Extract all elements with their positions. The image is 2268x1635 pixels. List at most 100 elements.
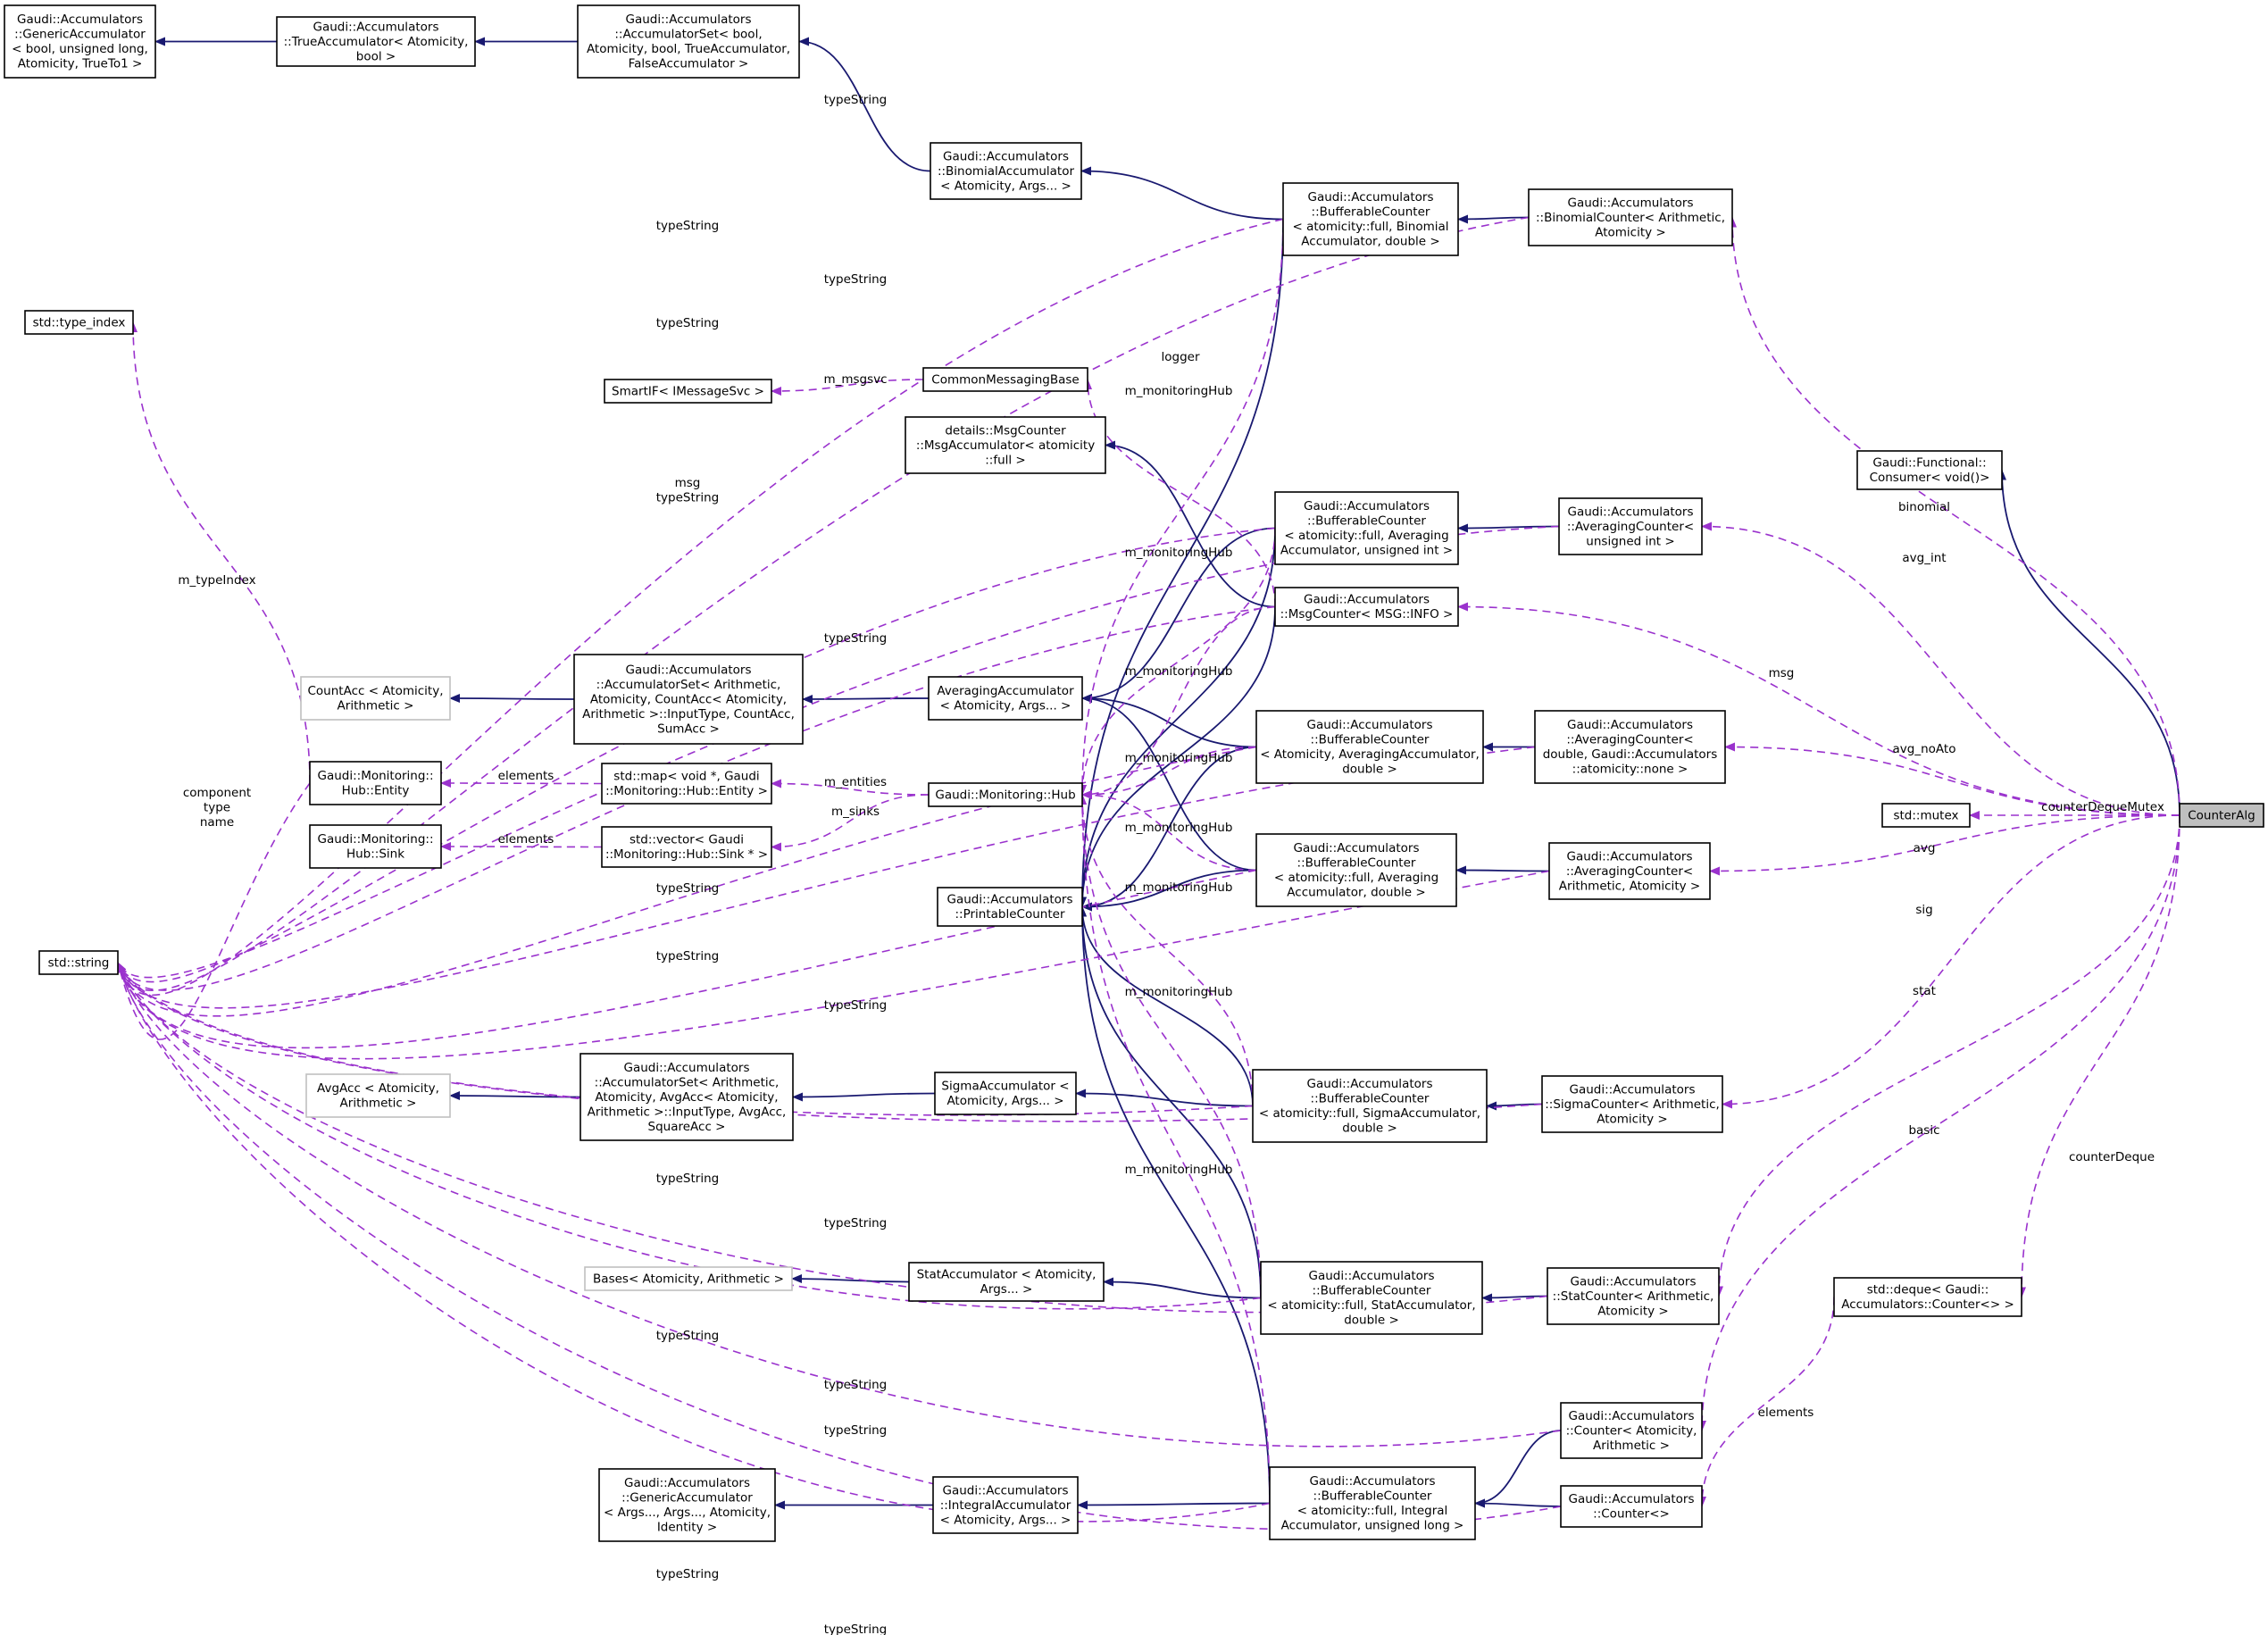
class-node-label: Gaudi::Accumulators <box>1307 718 1433 732</box>
class-node-counter-default[interactable]: Gaudi::Accumulators::Counter<> <box>1560 1485 1703 1528</box>
edge-label-text: component <box>183 786 251 800</box>
class-node-label: ::PrintableCounter <box>955 907 1065 922</box>
class-node-label: Gaudi::Accumulators <box>1569 1492 1695 1506</box>
inheritance-edge-buf_avg_double-to-averagingacc <box>1081 694 1257 872</box>
class-node-box <box>930 142 1082 200</box>
class-node-label: Atomicity > <box>1595 225 1666 239</box>
class-node-box <box>905 416 1106 474</box>
edge-label-l-hub-7: m_monitoringHub <box>1125 985 1233 999</box>
class-node-label: Accumulators::Counter<> > <box>1841 1297 2014 1312</box>
class-node-avgcounter-arith[interactable]: Gaudi::Accumulators::AveragingCounter<Ar… <box>1548 842 1711 900</box>
class-node-statcounter[interactable]: Gaudi::Accumulators::StatCounter< Arithm… <box>1547 1267 1720 1325</box>
edge-label-text: binomial <box>1898 500 1950 514</box>
edge-label-text: m_entities <box>824 775 887 789</box>
class-node-box <box>1528 188 1733 246</box>
class-node-msgcounter-info[interactable]: Gaudi::Accumulators::MsgCounter< MSG::IN… <box>1274 587 1459 627</box>
class-node-buf-avg-double[interactable]: Gaudi::Accumulators::BufferableCounter< … <box>1255 833 1457 907</box>
class-node-type-index[interactable]: std::type_index <box>24 310 134 335</box>
class-node-label: double, Gaudi::Accumulators <box>1543 747 1718 762</box>
class-node-accset-bool[interactable]: Gaudi::Accumulators::AccumulatorSet< boo… <box>577 4 800 79</box>
class-node-label: < Args..., Args..., Atomicity, <box>604 1506 771 1520</box>
class-node-genacc-bool[interactable]: Gaudi::Accumulators::GenericAccumulator<… <box>4 4 156 79</box>
edge-label-l-counterdeque: counterDeque <box>2069 1150 2155 1164</box>
class-node-buf-stat[interactable]: Gaudi::Accumulators::BufferableCounter< … <box>1260 1261 1483 1335</box>
class-node-sigmaacc[interactable]: SigmaAccumulator <Atomicity, Args... > <box>934 1072 1077 1115</box>
usage-edge-map_entity-to-hub_entity <box>440 779 603 788</box>
class-node-buf-avg-uint[interactable]: Gaudi::Accumulators::BufferableCounter< … <box>1274 491 1459 565</box>
class-node-counter-arith[interactable]: Gaudi::Accumulators::Counter< Atomicity,… <box>1560 1402 1703 1459</box>
class-node-hub-sink[interactable]: Gaudi::Monitoring::Hub::Sink <box>309 824 442 869</box>
edge-label-l-avg-noato: avg_noAto <box>1893 742 1956 756</box>
usage-edge-counteralg-to-sigmacounter <box>1722 814 2180 1109</box>
class-node-bases[interactable]: Bases< Atomicity, Arithmetic > <box>584 1266 793 1291</box>
class-node-countacc[interactable]: CountAcc < Atomicity,Arithmetic > <box>300 676 451 721</box>
usage-edge-hub_entity-to-type_index <box>129 321 311 784</box>
class-node-trueacc[interactable]: Gaudi::Accumulators::TrueAccumulator< At… <box>276 16 476 67</box>
class-node-label: Hub::Entity <box>342 784 410 798</box>
edge-label-text: sig <box>1915 903 1932 917</box>
class-node-consumer[interactable]: Gaudi::Functional::Consumer< void()> <box>1856 450 2003 490</box>
edge-label-text: elements <box>1758 1406 1814 1420</box>
edge-label-text: typeString <box>824 93 887 107</box>
class-node-avgacc[interactable]: AvgAcc < Atomicity,Arithmetic > <box>305 1073 451 1118</box>
nodes-layer: Gaudi::Accumulators::GenericAccumulator<… <box>4 4 2264 1542</box>
class-node-label: ::GenericAccumulator <box>621 1491 753 1506</box>
class-node-printable[interactable]: Gaudi::Accumulators::PrintableCounter <box>937 887 1083 927</box>
edge-label-text: m_sinks <box>831 805 880 819</box>
edge-label-l-typestring-7: typeString <box>656 949 719 963</box>
class-node-string[interactable]: std::string <box>38 950 119 975</box>
inheritance-edge-msgcounter_info-to-printable <box>1078 606 1276 908</box>
class-node-deque[interactable]: std::deque< Gaudi::Accumulators::Counter… <box>1833 1277 2022 1317</box>
class-node-buf-avg[interactable]: Gaudi::Accumulators::BufferableCounter< … <box>1255 710 1484 784</box>
inheritance-edge-avgcounter_arith-to-buf_avg_double <box>1455 865 1550 875</box>
class-node-buf-sigma[interactable]: Gaudi::Accumulators::BufferableCounter< … <box>1252 1069 1488 1143</box>
class-node-label: ::AccumulatorSet< Arithmetic, <box>596 678 781 692</box>
class-node-statacc[interactable]: StatAccumulator < Atomicity,Args... > <box>908 1262 1105 1302</box>
class-node-label: ::BufferableCounter <box>1297 856 1416 871</box>
class-node-label: Gaudi::Functional:: <box>1872 456 1986 471</box>
edge-label-l-logger: logger <box>1161 350 1199 364</box>
class-node-label: Gaudi::Accumulators <box>626 663 752 677</box>
class-node-avgcounter-uint[interactable]: Gaudi::Accumulators::AveragingCounter<un… <box>1558 497 1703 555</box>
class-node-box <box>1274 587 1459 627</box>
class-node-vector-sink[interactable]: std::vector< Gaudi::Monitoring::Hub::Sin… <box>601 826 772 868</box>
class-node-label: ::IntegralAccumulator <box>940 1498 1071 1513</box>
class-node-binomialacc[interactable]: Gaudi::Accumulators::BinomialAccumulator… <box>930 142 1082 200</box>
class-node-box <box>24 310 134 335</box>
edge-label-text: counterDeque <box>2069 1150 2155 1164</box>
class-node-box <box>309 824 442 869</box>
class-node-avgcounter-none[interactable]: Gaudi::Accumulators::AveragingCounter<do… <box>1534 710 1726 784</box>
class-node-label: Arithmetic, Atomicity > <box>1559 879 1700 893</box>
class-node-hub-entity[interactable]: Gaudi::Monitoring::Hub::Entity <box>309 761 442 805</box>
class-node-map-entity[interactable]: std::map< void *, Gaudi::Monitoring::Hub… <box>601 763 772 805</box>
class-node-binomialcounter[interactable]: Gaudi::Accumulators::BinomialCounter< Ar… <box>1528 188 1733 246</box>
class-node-integralacc[interactable]: Gaudi::Accumulators::IntegralAccumulator… <box>932 1476 1079 1534</box>
class-node-buf-integral[interactable]: Gaudi::Accumulators::BufferableCounter< … <box>1269 1466 1476 1540</box>
usage-edge-counteralg-to-msgcounter_info <box>1457 602 2180 816</box>
edge-label-text: typeString <box>656 491 719 505</box>
class-node-hub[interactable]: Gaudi::Monitoring::Hub <box>928 782 1083 807</box>
class-node-label: Gaudi::Accumulators <box>17 13 143 27</box>
class-node-counteralg[interactable]: CounterAlg <box>2179 803 2264 828</box>
inheritance-edge-buf_avg-to-averagingacc <box>1081 694 1257 748</box>
class-node-label: ::GenericAccumulator <box>14 28 146 42</box>
edge-label-text: avg_noAto <box>1893 742 1956 756</box>
class-node-label: ::BufferableCounter <box>1311 733 1430 747</box>
class-node-label: std::mutex <box>1893 808 1958 822</box>
class-node-msgcounter-details[interactable]: details::MsgCounter::MsgAccumulator< ato… <box>905 416 1106 474</box>
class-node-averagingacc[interactable]: AveragingAccumulator< Atomicity, Args...… <box>928 676 1083 721</box>
edge-label-l-elements-2: elements <box>498 832 554 847</box>
class-node-label: ::BufferableCounter <box>1312 205 1430 220</box>
class-node-sigmacounter[interactable]: Gaudi::Accumulators::SigmaCounter< Arith… <box>1541 1075 1723 1133</box>
class-node-smartif[interactable]: SmartIF< IMessageSvc > <box>604 379 772 404</box>
class-node-cmb[interactable]: CommonMessagingBase <box>922 367 1088 392</box>
class-node-genacc-args[interactable]: Gaudi::Accumulators::GenericAccumulator<… <box>598 1468 776 1542</box>
inheritance-edge-counteralg-to-consumer <box>1997 469 2180 816</box>
class-node-label: ::BufferableCounter <box>1313 1489 1432 1504</box>
class-node-mutex[interactable]: std::mutex <box>1881 803 1971 828</box>
class-node-buf-binomial[interactable]: Gaudi::Accumulators::BufferableCounter< … <box>1282 182 1459 256</box>
class-node-accset-count[interactable]: Gaudi::Accumulators::AccumulatorSet< Ari… <box>573 654 804 745</box>
class-node-accset-avg[interactable]: Gaudi::Accumulators::AccumulatorSet< Ari… <box>580 1053 794 1141</box>
class-node-label: StatAccumulator < Atomicity, <box>917 1268 1096 1282</box>
class-node-label: Consumer< void()> <box>1870 471 1990 485</box>
